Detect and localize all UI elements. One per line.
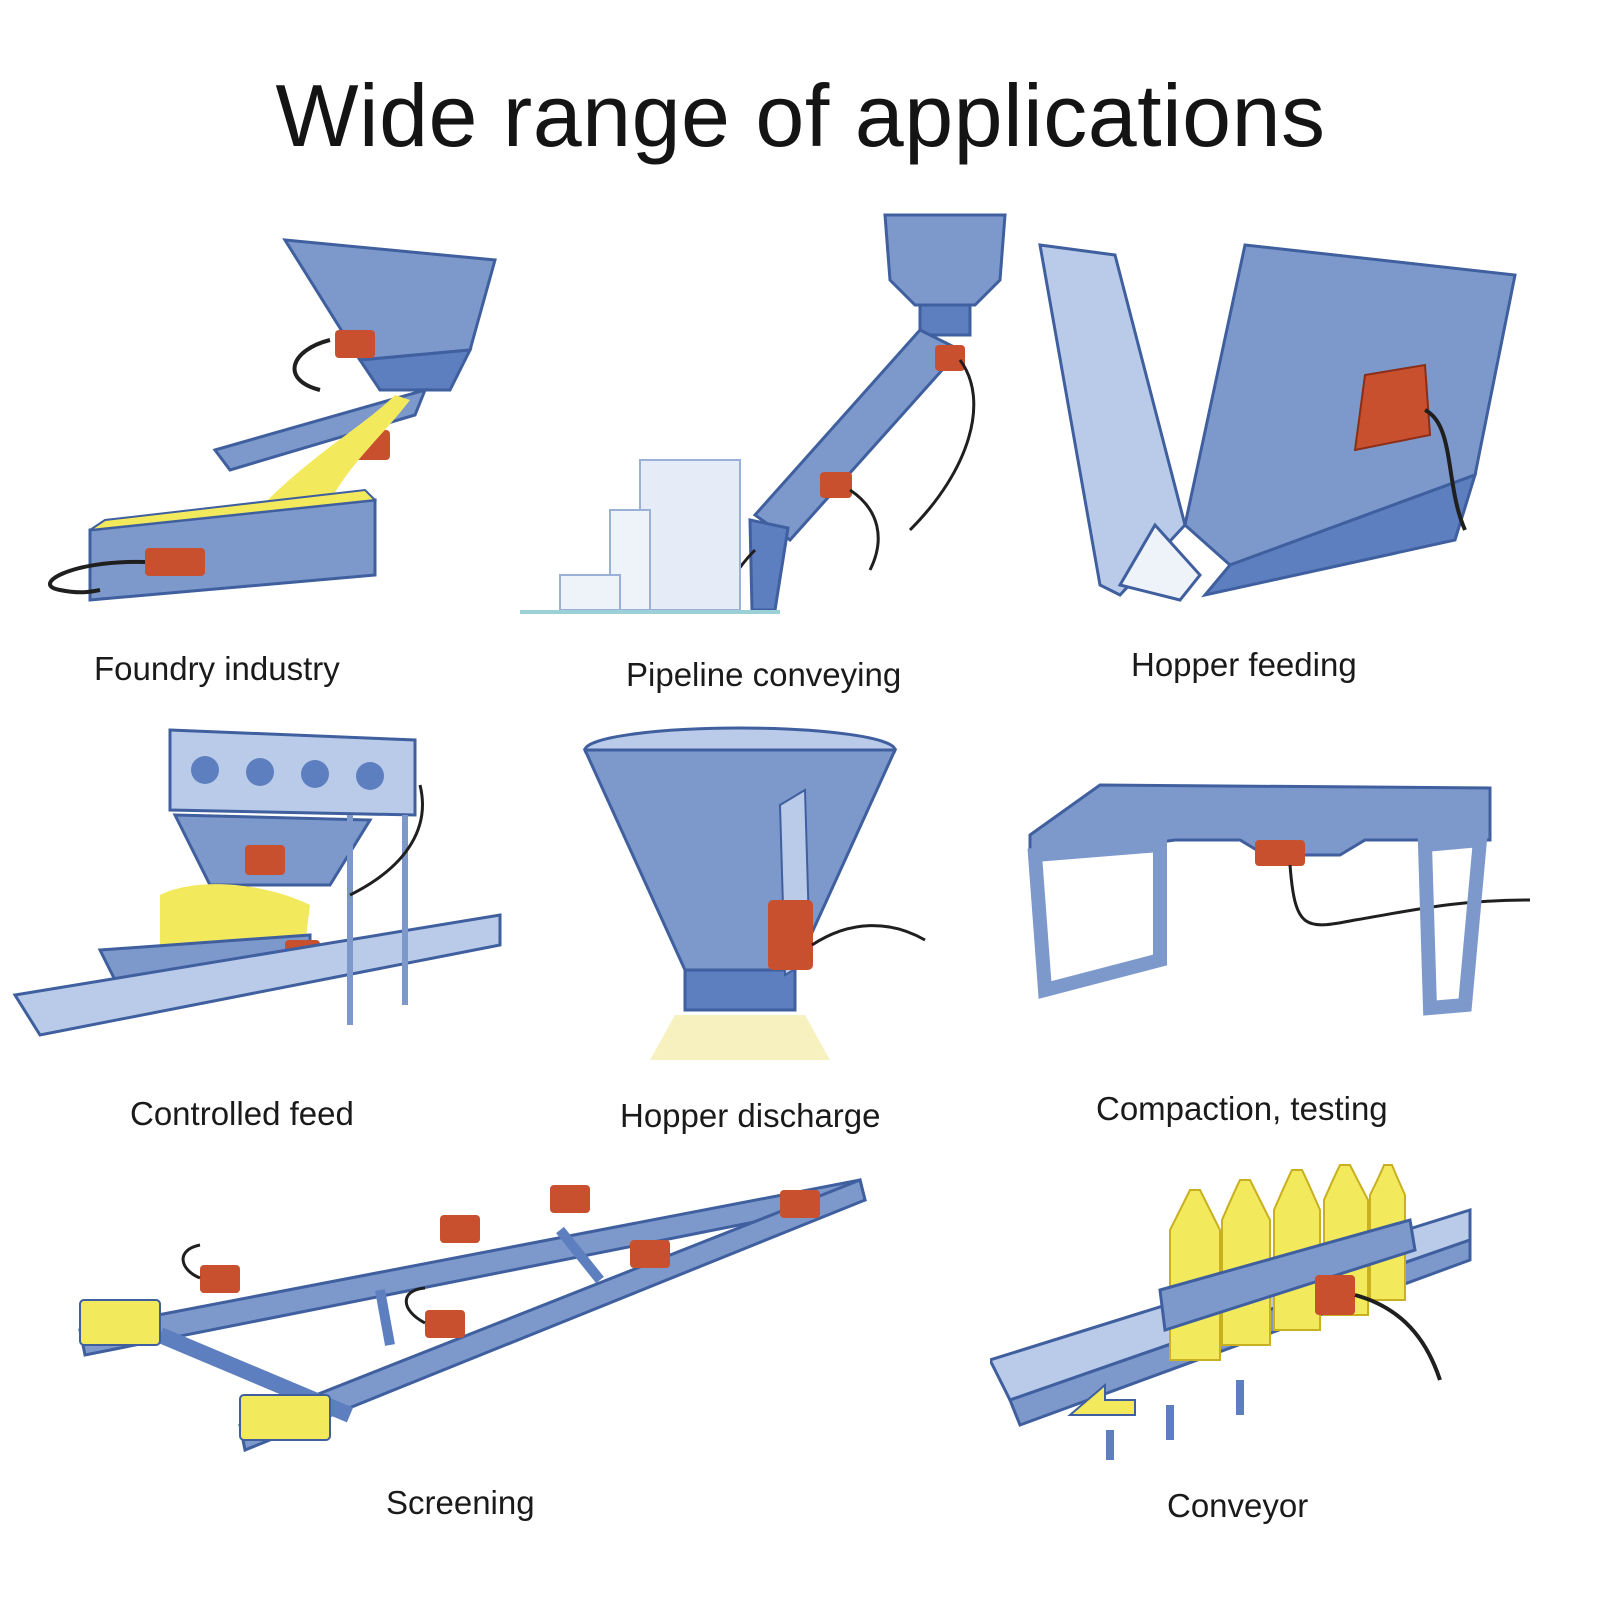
conveyor-illustration [990,1164,1472,1460]
compaction-illustration [1027,783,1531,1016]
screening-illustration [78,1177,867,1453]
caption-hopper-feeding: Hopper feeding [1131,646,1357,683]
foundry-illustration [47,238,497,602]
controlled-feed-illustration [12,728,502,1037]
caption-screening: Screening [386,1484,535,1521]
caption-foundry-industry: Foundry industry [94,650,340,687]
hopper-feeding-illustration [1038,243,1517,602]
caption-pipeline-conveying: Pipeline conveying [626,656,902,693]
caption-conveyor: Conveyor [1167,1487,1309,1524]
caption-compaction-testing: Compaction, testing [1096,1090,1388,1127]
page-title: Wide range of applications [275,66,1326,165]
caption-hopper-discharge: Hopper discharge [620,1097,881,1134]
caption-controlled-feed: Controlled feed [130,1095,354,1132]
pipeline-illustration [520,213,1007,614]
hopper-discharge-illustration [582,726,926,1060]
